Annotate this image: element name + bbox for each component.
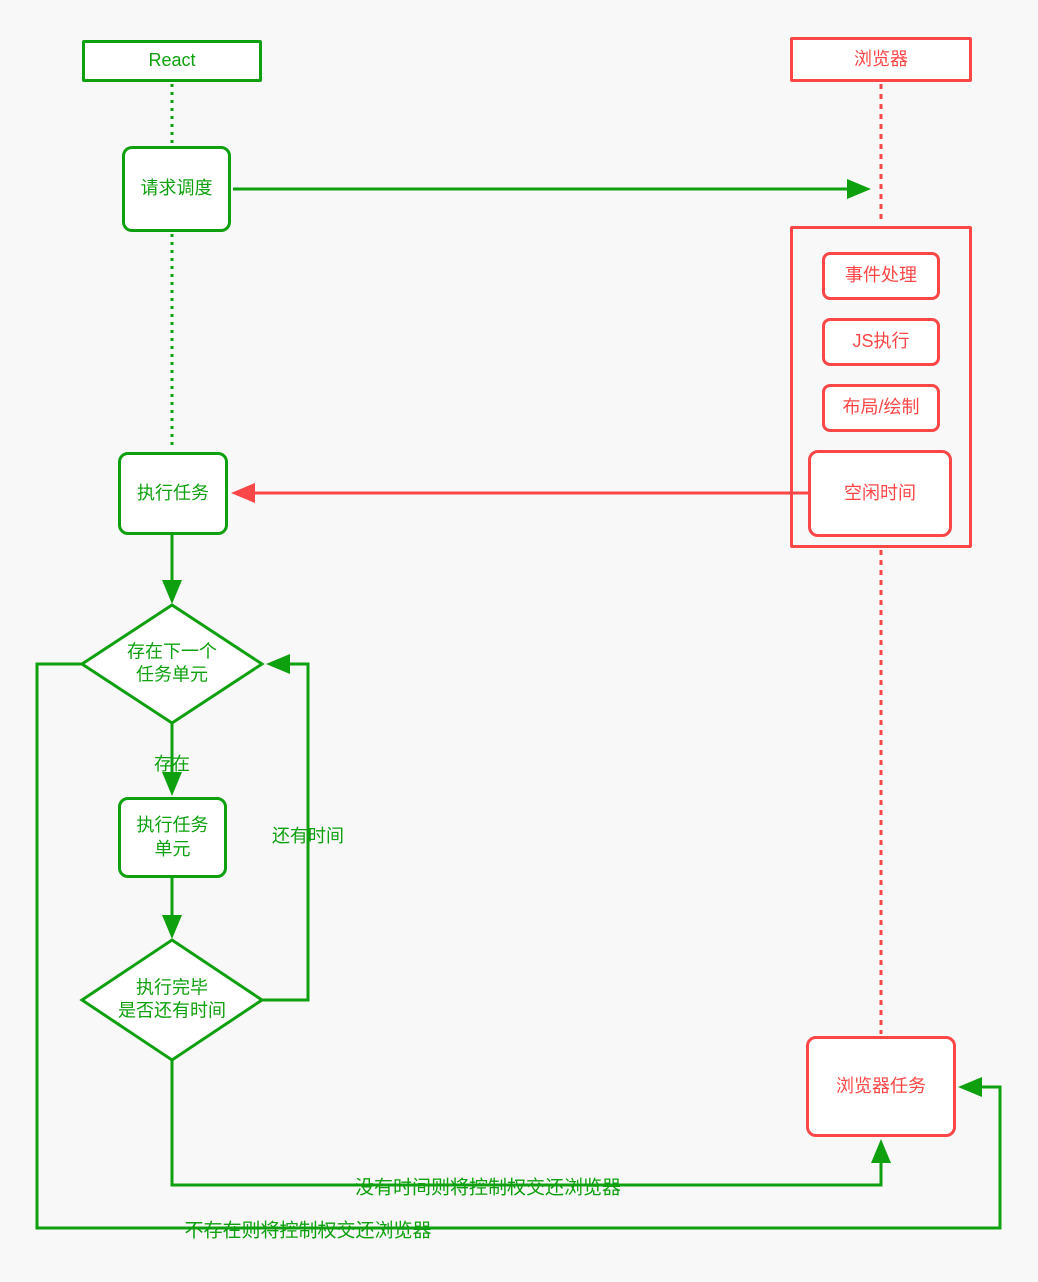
browser-phase-group [790,226,972,548]
node-request-schedule-label: 请求调度 [140,178,213,199]
arrowhead-unit-to-decision2 [162,915,182,939]
node-execute-task: 执行任务 [118,452,228,535]
node-idle-time: 空闲时间 [808,450,952,537]
arrowhead-request-to-browser [847,179,871,199]
decision-has-next-unit-shape [79,603,265,725]
node-request-schedule: 请求调度 [122,146,231,232]
edge-hastime-loop [262,662,310,1002]
node-react-label: React [148,50,196,71]
decision-done-has-time-shape [79,938,265,1062]
arrowhead-hastime-loop [266,654,290,674]
edge-label-not-exists: 不存在则将控制权交还浏览器 [184,1220,432,1242]
arrowhead-idle-to-execute [231,483,255,503]
node-execute-task-unit-label: 执行任务 单元 [136,815,209,859]
node-browser-task: 浏览器任务 [806,1036,956,1137]
node-event-handling-label: 事件处理 [845,265,917,286]
node-layout-paint: 布局/绘制 [822,384,940,432]
node-browser: 浏览器 [790,37,972,82]
node-execute-task-unit: 执行任务 单元 [118,797,227,878]
node-js-execution: JS执行 [822,318,940,366]
arrowhead-notime-to-browser-task [871,1139,891,1163]
edge-label-no-time: 没有时间则将控制权交还浏览器 [354,1177,622,1199]
edge-notime-to-browser-task [170,1060,883,1187]
node-browser-task-label: 浏览器任务 [836,1075,926,1096]
decision-done-has-time-label: 执行完毕 是否还有时间 [118,977,226,1021]
arrowhead-execute-to-decision1 [162,580,182,604]
node-idle-time-label: 空闲时间 [844,482,916,503]
arrowhead-notexists-to-browser-task [958,1077,982,1097]
node-event-handling: 事件处理 [822,252,940,300]
decision-has-next-unit-label: 存在下一个 任务单元 [127,641,217,685]
node-execute-task-label: 执行任务 [137,482,209,503]
node-js-execution-label: JS执行 [852,331,910,352]
edge-notexists-to-browser-task [35,662,1002,1230]
edge-label-exists: 存在 [154,754,190,774]
node-browser-label: 浏览器 [854,48,908,69]
arrowhead-decision1-to-unit [162,772,182,796]
node-react: React [82,40,262,82]
edge-label-has-time: 还有时间 [272,826,344,846]
node-layout-paint-label: 布局/绘制 [842,397,920,418]
